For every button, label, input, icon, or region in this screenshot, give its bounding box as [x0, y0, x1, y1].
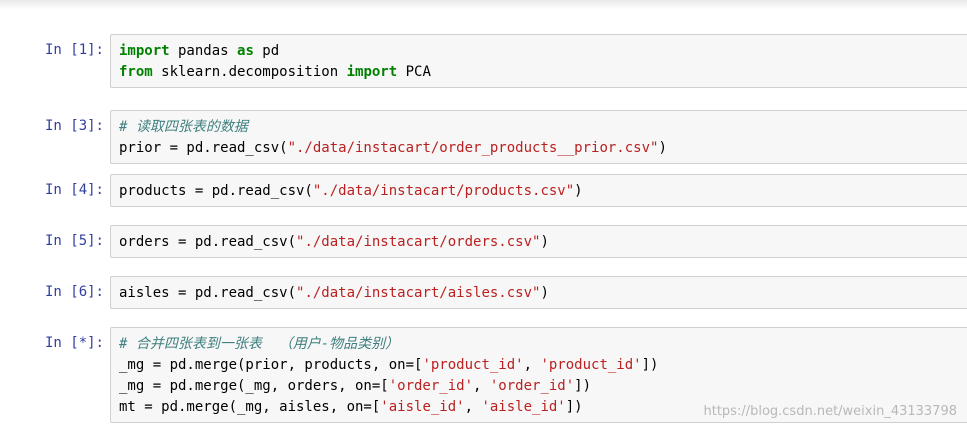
- cell-prompt: In [3]:: [44, 118, 104, 134]
- code-token: ,: [464, 399, 482, 415]
- cell-prompt: In [5]:: [44, 233, 104, 249]
- code-token: _mg = pd.merge(prior, products, on=[: [119, 357, 423, 373]
- keyword-token: import: [119, 43, 170, 59]
- code-token: ): [540, 234, 549, 250]
- code-token: prior = pd.read_csv(: [119, 140, 288, 156]
- code-token: ): [574, 183, 583, 199]
- code-line: _mg = pd.merge(_mg, orders, on=['order_i…: [119, 376, 967, 397]
- cell-prompt: In [*]:: [44, 335, 104, 351]
- keyword-token: from: [119, 64, 153, 80]
- code-token: ): [658, 140, 667, 156]
- code-token: ,: [523, 357, 541, 373]
- code-line: from sklearn.decomposition import PCA: [119, 62, 967, 83]
- keyword-token: import: [346, 64, 398, 80]
- code-token: products = pd.read_csv(: [119, 183, 313, 199]
- code-token: ]): [565, 399, 583, 415]
- cell-prompt: In [4]:: [44, 182, 104, 198]
- cell-prompt: In [1]:: [44, 42, 104, 58]
- cell-input-area[interactable]: # 读取四张表的数据 prior = pd.read_csv("./data/in…: [110, 110, 967, 164]
- string-token: "./data/instacart/products.csv": [312, 183, 575, 199]
- code-token: mt = pd.merge(_mg, aisles, on=[: [119, 399, 381, 415]
- comment-token: # 合并四张表到一张表 （用户-物品类别）: [119, 336, 400, 352]
- string-token: "./data/instacart/aisles.csv": [296, 285, 541, 301]
- code-line: orders = pd.read_csv("./data/instacart/o…: [119, 232, 967, 253]
- code-line: import pandas as pd: [119, 41, 967, 62]
- code-line: prior = pd.read_csv("./data/instacart/or…: [119, 138, 967, 159]
- string-token: 'order_id': [388, 378, 474, 394]
- code-token: ]): [641, 357, 659, 373]
- code-token: orders = pd.read_csv(: [119, 234, 297, 250]
- code-token: pandas: [169, 43, 238, 59]
- code-line: aisles = pd.read_csv("./data/instacart/a…: [119, 283, 967, 304]
- string-token: 'product_id': [422, 357, 524, 373]
- string-token: 'product_id': [540, 357, 642, 373]
- watermark: https://blog.csdn.net/weixin_43133798: [703, 404, 957, 419]
- code-token: _mg = pd.merge(_mg, orders, on=[: [119, 378, 389, 394]
- cell-input-area[interactable]: products = pd.read_csv("./data/instacart…: [110, 174, 967, 207]
- cell-input-area[interactable]: # 合并四张表到一张表 （用户-物品类别） _mg = pd.merge(prio…: [110, 327, 967, 423]
- string-token: "./data/instacart/orders.csv": [296, 234, 541, 250]
- string-token: 'aisle_id': [481, 399, 566, 415]
- code-token: aisles = pd.read_csv(: [119, 285, 297, 301]
- string-token: "./data/instacart/order_products__prior.…: [287, 140, 659, 156]
- string-token: 'aisle_id': [380, 399, 465, 415]
- code-token: PCA: [397, 64, 431, 80]
- code-line: _mg = pd.merge(prior, products, on=['pro…: [119, 355, 967, 376]
- code-token: sklearn.decomposition: [152, 64, 347, 80]
- code-token: ,: [473, 378, 490, 394]
- top-toolbar-shadow: [0, 0, 967, 10]
- comment-token: # 读取四张表的数据: [119, 119, 248, 135]
- cell-input-area[interactable]: aisles = pd.read_csv("./data/instacart/a…: [110, 276, 967, 309]
- cell-prompt: In [6]:: [44, 284, 104, 300]
- code-token: ]): [574, 378, 592, 394]
- code-line: # 读取四张表的数据: [119, 117, 967, 138]
- code-line: products = pd.read_csv("./data/instacart…: [119, 181, 967, 202]
- code-line: mt = pd.merge(_mg, aisles, on=['aisle_id…: [119, 397, 967, 418]
- code-token: ): [540, 285, 549, 301]
- code-line: # 合并四张表到一张表 （用户-物品类别）: [119, 334, 967, 355]
- cell-input-area[interactable]: orders = pd.read_csv("./data/instacart/o…: [110, 225, 967, 258]
- code-token: pd: [253, 43, 280, 59]
- string-token: 'order_id': [489, 378, 575, 394]
- keyword-token: as: [237, 43, 254, 59]
